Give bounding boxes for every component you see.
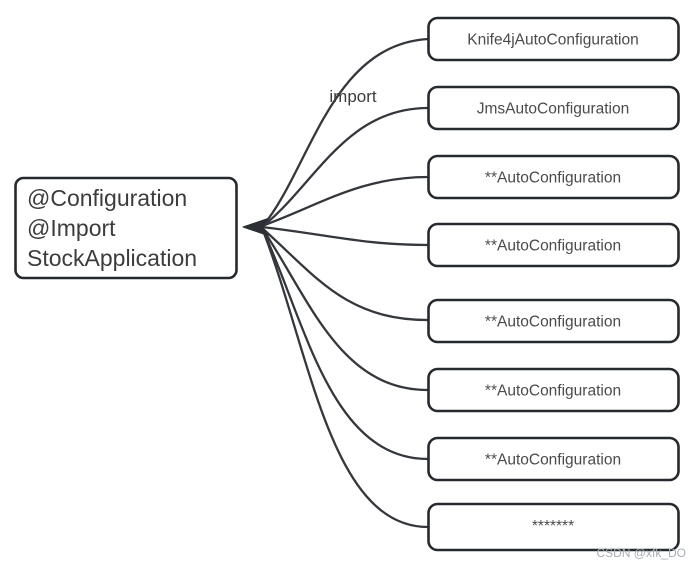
root-node-line-2: @Import <box>27 215 116 241</box>
node-stars-placeholder: ******* <box>427 502 680 552</box>
edges <box>260 37 430 529</box>
root-node-box <box>14 176 238 280</box>
node-box <box>427 436 680 482</box>
edge-knife4j <box>260 37 430 229</box>
edge-auto-4 <box>260 225 430 247</box>
node-knife4j-auto-configuration: Knife4jAutoConfiguration <box>427 16 680 62</box>
edge-auto-3 <box>260 175 430 228</box>
node-label: **AutoConfiguration <box>485 238 621 255</box>
node-jms-auto-configuration: JmsAutoConfiguration <box>427 85 680 131</box>
node-box <box>427 85 680 131</box>
node-box <box>427 16 680 62</box>
edge-auto-7 <box>260 226 430 461</box>
node-auto-configuration-3: **AutoConfiguration <box>427 154 680 200</box>
node-label: **AutoConfiguration <box>485 452 621 469</box>
edge-jms <box>260 106 430 229</box>
arrowhead-icon <box>242 218 269 236</box>
node-label: **AutoConfiguration <box>485 170 621 187</box>
node-label: **AutoConfiguration <box>485 314 621 331</box>
edge-auto-6 <box>260 226 430 392</box>
node-box <box>427 502 680 552</box>
root-node-line-1: @Configuration <box>27 185 187 211</box>
node-auto-configuration-7: **AutoConfiguration <box>427 436 680 482</box>
edge-stars <box>260 226 430 529</box>
node-auto-configuration-6: **AutoConfiguration <box>427 367 680 413</box>
node-auto-configuration-4: **AutoConfiguration <box>427 222 680 268</box>
node-label: **AutoConfiguration <box>485 383 621 400</box>
node-box <box>427 222 680 268</box>
edge-label-import: import <box>329 87 377 106</box>
edge-auto-5 <box>260 226 430 322</box>
node-box <box>427 298 680 344</box>
node-box <box>427 367 680 413</box>
node-label: JmsAutoConfiguration <box>477 101 630 118</box>
node-label: ******* <box>532 518 574 535</box>
node-box <box>427 154 680 200</box>
node-label: Knife4jAutoConfiguration <box>467 32 638 49</box>
watermark: CSDN @xfk_DO <box>596 546 686 560</box>
node-auto-configuration-5: **AutoConfiguration <box>427 298 680 344</box>
root-node: @Configuration @Import StockApplication <box>14 176 238 280</box>
root-node-line-3: StockApplication <box>27 245 197 271</box>
